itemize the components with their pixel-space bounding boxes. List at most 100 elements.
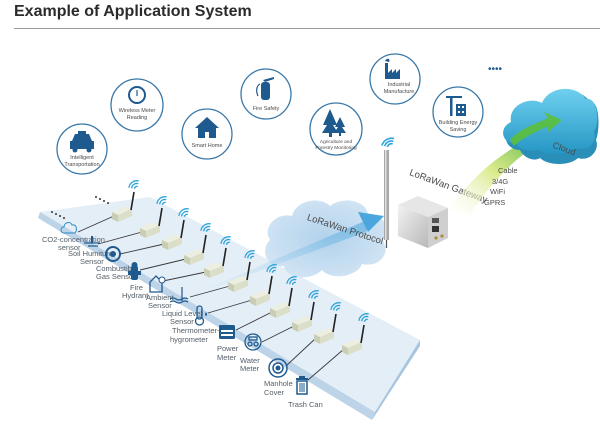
app-fire-safety: Fire Safety [240,68,292,120]
lora-node-module [270,287,293,318]
lora-node-module [204,247,227,278]
app-intelligent-transportation: Intelligent Transportation [56,123,108,175]
lora-node-module [314,313,337,344]
gateway-antenna [381,137,395,248]
power-meter-icon [219,325,235,339]
app-label: Transportation [64,162,99,168]
lora-node-module [184,234,207,265]
wifi-signal-icon [308,290,319,299]
sensor-label: CO2-concentration [42,235,105,244]
sensor-label: Water [240,356,260,365]
lora-node-module [292,301,315,332]
app-label: Building Energy [439,120,478,126]
sensor-cable [207,299,253,314]
app-label: Smart Home [192,143,223,149]
wifi-signal-icon [330,302,341,311]
sensor-label: Sensor [148,301,172,310]
app-label: Forestry Monitoring [315,145,357,151]
app-label: Industrial [388,82,410,88]
factory-icon [385,58,400,79]
lora-node-module [162,219,185,250]
app-label: Saving [450,127,467,133]
wifi-signal-icon [358,313,369,322]
page-title: Example of Application System [14,3,252,20]
wifi-signal-icon [266,264,277,273]
sensor-cable [77,215,115,233]
antenna-wifi-icon [381,137,395,148]
backhaul-option: WiFi [490,187,505,196]
sensor-cable [189,285,231,298]
sensor-label: Meter [217,353,237,362]
meter-dial-icon [128,86,146,104]
cloud: Cloud [503,88,599,164]
sensor-label: Combustible [96,264,138,273]
sensor-label: Gas Sensor [96,272,136,281]
sensor-cable [235,311,273,331]
fire-extinguisher-icon [256,77,274,100]
sensor-cable [307,348,345,381]
lora-node-module [228,261,251,292]
sensor-label: hygrometer [170,335,208,344]
sensor-label: Fire [130,283,143,292]
ambient-house-icon [149,275,163,293]
wifi-signal-icon [244,250,255,259]
app-label: Intelligent [70,155,94,161]
more-indicator: •••• [488,64,503,75]
wifi-signal-icon [286,276,297,285]
title-divider [14,28,600,29]
backhaul-option: 3/4G [492,177,508,186]
trash-can-icon [296,376,308,395]
fire-hydrant-icon [128,262,141,280]
sensor-nodes [77,180,369,381]
backhaul-option: GPRS [484,198,505,207]
lorawan-protocol-cloud: LoRaWan Protocol [180,200,387,300]
lora-node-module [342,324,365,355]
sensor-label: Manhole [264,379,293,388]
sensor-water-meter: Water Meter [240,333,262,373]
sensor-label: Soil Humiture [68,249,113,258]
sensor-label: Meter [240,364,260,373]
app-label: Manufacture [384,89,415,95]
taxi-icon [70,131,94,153]
app-label: Reading [127,115,148,121]
more-sensors-indicator [51,196,109,219]
lora-node-module [112,191,135,222]
sensor-cable [285,337,317,367]
sensor-label: Cover [264,388,285,397]
lora-node-module [250,275,273,306]
app-industrial-manufacture: Industrial Manufacture [369,53,421,105]
wifi-signal-icon [128,180,139,189]
sensor-cable [139,258,187,271]
app-label: Fire Safety [253,106,280,112]
sensor-labels: CO2-concentration sensor Soil Humiture S… [42,222,323,409]
app-wireless-meter-reading: Wireless Meter Reading [110,78,164,132]
wifi-signal-icon [220,236,231,245]
sensor-label: Hydrant [122,291,149,300]
gas-sensor-icon [105,246,121,262]
wifi-signal-icon [200,223,211,232]
sensor-cable [97,231,143,245]
protocol-arrowhead [358,212,384,232]
app-smart-home: Smart Home [181,108,233,160]
sensor-trash-can: Trash Can [288,376,323,409]
sensor-gas: Combustible Gas Sensor [96,246,138,281]
sensor-cable [261,325,295,343]
sensor-label: Thermometer- [172,326,220,335]
wifi-signal-icon [156,196,167,205]
app-label: Agriculture and [320,139,353,145]
sensor-power-meter: Power Meter [217,325,239,362]
water-meter-icon [244,333,262,351]
tree-icon [322,109,346,137]
sensor-hydrant: Fire Hydrant [122,262,149,300]
sensor-label: Ambient [146,293,174,302]
sensor-co2: CO2-concentration sensor [42,222,105,252]
manhole-icon [268,358,288,378]
sensor-label: Liquid Level [162,309,202,318]
sensor-thermometer: Thermometer- hygrometer [170,305,220,344]
sensor-label: Power [217,344,239,353]
sensor-label: Sensor [170,317,194,326]
liquid-level-icon [169,287,189,304]
sensor-manhole: Manhole Cover [264,358,293,397]
sensor-label: Trash Can [288,400,323,409]
